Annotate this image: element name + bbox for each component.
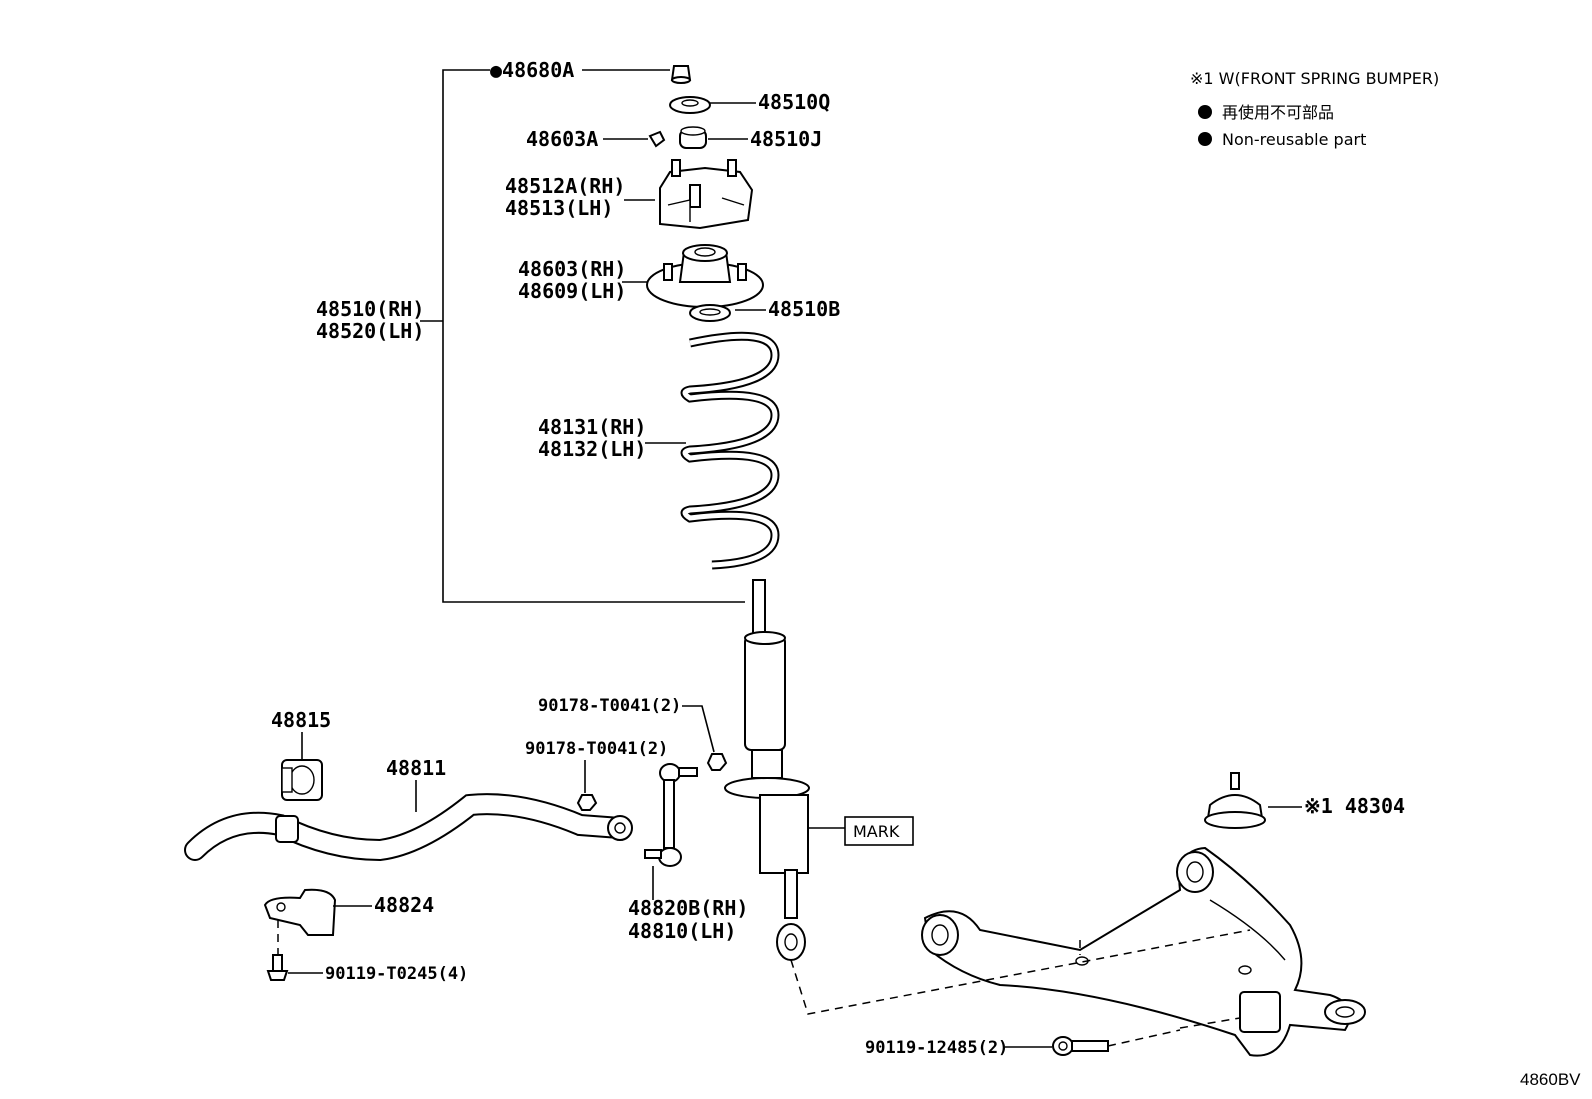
label-90178-T0041-upper: 90178-T0041(2) <box>538 696 681 716</box>
label-48513: 48513(LH) <box>505 196 613 220</box>
legend: ※1 W(FRONT SPRING BUMPER) 再使用不可部品 Non-re… <box>1190 69 1439 149</box>
label-48510Q: 48510Q <box>758 90 830 114</box>
label-48512A: 48512A(RH) <box>505 174 625 198</box>
washer-48510Q <box>669 96 711 114</box>
dash-shock-to-arm <box>790 929 1251 1015</box>
bolt-90119-12485 <box>1052 1036 1109 1056</box>
bracket-48512A <box>659 159 754 230</box>
label-48510B: 48510B <box>768 297 840 321</box>
leader-90178-upper <box>682 705 715 753</box>
label-90119-12485: 90119-12485(2) <box>865 1038 1008 1058</box>
label-48132: 48132(LH) <box>538 437 646 461</box>
label-90178-T0041-lower: 90178-T0041(2) <box>525 739 668 759</box>
stabilizer-bar-48811 <box>184 793 633 862</box>
label-48820B: 48820B(RH) <box>628 896 748 920</box>
bullet-icon <box>1198 132 1212 146</box>
label-48510J: 48510J <box>750 127 822 151</box>
label-90119-T0245: 90119-T0245(4) <box>325 964 468 984</box>
drawing-id: 4860BV <box>1520 1070 1581 1089</box>
label-48603: 48603(RH) <box>518 257 626 281</box>
label-48680A: ●48680A <box>490 58 574 82</box>
legend-note: ※1 W(FRONT SPRING BUMPER) <box>1190 69 1439 88</box>
bolt-90119-T0245 <box>266 954 289 981</box>
label-48510: 48510(RH) <box>316 297 424 321</box>
nut-48680A <box>670 65 692 84</box>
shock-absorber <box>724 579 810 961</box>
nut-90178-T0041-upper <box>706 753 728 771</box>
coil-spring-48131 <box>680 331 780 570</box>
assembly-bracket-line <box>442 69 745 603</box>
legend-non-reusable-en: Non-reusable part <box>1222 130 1366 149</box>
label-48810: 48810(LH) <box>628 919 736 943</box>
mount-48603 <box>646 244 764 308</box>
dash-bolt-arm <box>1179 1017 1241 1029</box>
label-48131: 48131(RH) <box>538 415 646 439</box>
nut-48603A <box>648 130 666 148</box>
label-48824: 48824 <box>374 893 434 917</box>
legend-non-reusable-jp: 再使用不可部品 <box>1222 103 1334 122</box>
bracket-48824 <box>263 888 337 936</box>
bullet-icon <box>1198 105 1212 119</box>
label-48304: ※1 48304 <box>1304 794 1405 818</box>
label-48609: 48609(LH) <box>518 279 626 303</box>
mark-label: MARK <box>853 822 900 841</box>
lower-control-arm <box>921 846 1366 1057</box>
spring-bumper-48304 <box>1204 772 1266 829</box>
mark-callout: MARK <box>844 816 914 846</box>
stabilizer-link-48820B <box>644 763 698 867</box>
bushing-48510J <box>679 126 707 149</box>
label-48520: 48520(LH) <box>316 319 424 343</box>
nut-90178-T0041-lower <box>576 794 598 811</box>
label-48811: 48811 <box>386 756 446 780</box>
bushing-48815 <box>281 759 323 801</box>
dash-bolt-90119-12485 <box>1107 1029 1181 1047</box>
seat-48510B <box>689 304 731 322</box>
label-48603A: 48603A <box>526 127 598 151</box>
label-48815: 48815 <box>271 708 331 732</box>
